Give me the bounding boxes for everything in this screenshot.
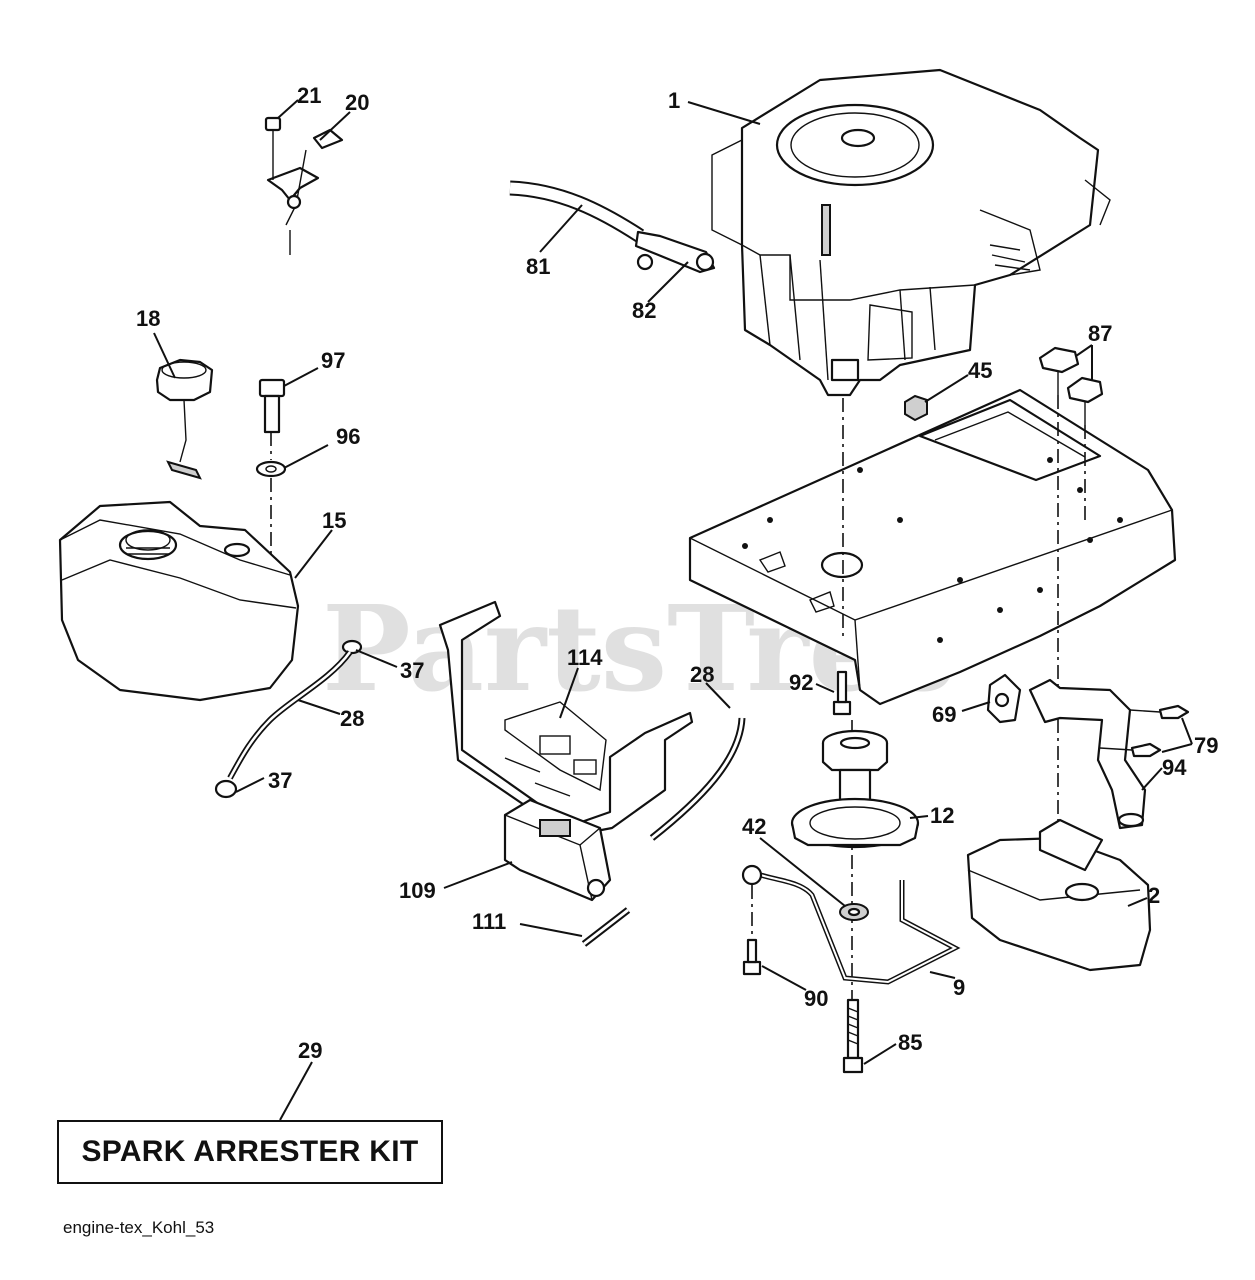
callout-15[interactable]: 15 — [322, 508, 346, 533]
callout-45[interactable]: 45 — [968, 358, 992, 383]
leader-94 — [1141, 767, 1163, 791]
diagram-footer-code: engine-tex_Kohl_53 — [63, 1218, 215, 1237]
bolt-part-97[interactable] — [258, 378, 286, 434]
screw-part-79a[interactable] — [1129, 704, 1190, 720]
leader-2 — [1127, 897, 1148, 907]
callout-114[interactable]: 114 — [567, 645, 603, 670]
callout-90[interactable]: 90 — [804, 986, 828, 1011]
spark-arrester-kit-box[interactable]: SPARK ARRESTER KIT — [57, 1120, 443, 1184]
callout-18[interactable]: 18 — [136, 306, 160, 331]
washer-part-96[interactable] — [255, 460, 287, 478]
callout-28a[interactable]: 28 — [340, 706, 364, 731]
leader-9 — [929, 971, 956, 979]
leader-29 — [279, 1061, 313, 1121]
callout-109[interactable]: 109 — [399, 878, 436, 903]
leader-90 — [761, 965, 807, 991]
callout-2[interactable]: 2 — [1148, 883, 1160, 908]
fuel-cap-part[interactable] — [155, 358, 214, 480]
bolt-part-21[interactable] — [264, 116, 282, 180]
bolt-part-87b[interactable] — [1066, 376, 1104, 425]
bolt-part-92[interactable] — [832, 670, 852, 716]
leader-45 — [924, 374, 969, 403]
leader-28b — [705, 682, 731, 709]
throttle-bracket-part[interactable] — [266, 128, 344, 255]
callout-81[interactable]: 81 — [526, 254, 550, 279]
leader-37b — [235, 777, 265, 793]
clamp-part-37b[interactable] — [214, 779, 238, 799]
callout-92[interactable]: 92 — [789, 670, 813, 695]
callout-1[interactable]: 1 — [668, 88, 680, 113]
leader-81 — [539, 204, 583, 253]
callout-9[interactable]: 9 — [953, 975, 965, 1000]
leader-97 — [283, 367, 319, 387]
bolt-part-87a[interactable] — [1038, 346, 1080, 395]
leader-79 — [1161, 717, 1193, 753]
leader-15 — [294, 529, 333, 579]
callout-20[interactable]: 20 — [345, 90, 369, 115]
chassis-frame — [688, 388, 1177, 706]
canister-part[interactable] — [503, 798, 612, 902]
leader-12 — [909, 815, 929, 819]
leader-87 — [1075, 344, 1093, 380]
callout-29[interactable]: 29 — [298, 1038, 322, 1063]
callout-94[interactable]: 94 — [1162, 755, 1187, 780]
fuel-tank-part[interactable] — [58, 500, 300, 702]
callout-37a[interactable]: 37 — [400, 658, 424, 683]
leader-18 — [153, 332, 176, 379]
leader-92 — [815, 683, 835, 693]
screw-part-79b[interactable] — [1099, 742, 1162, 758]
brake-rod-part[interactable] — [741, 864, 961, 985]
bolt-part-90[interactable] — [742, 938, 762, 976]
callout-97[interactable]: 97 — [321, 348, 345, 373]
leader-21 — [277, 99, 299, 119]
muffler-part[interactable] — [966, 818, 1152, 972]
leader-37a — [355, 649, 398, 668]
pulley-part[interactable] — [790, 729, 920, 849]
callout-42[interactable]: 42 — [742, 814, 766, 839]
callout-111[interactable]: 111 — [472, 909, 506, 934]
leader-109 — [443, 861, 513, 889]
bolt-part-85[interactable] — [842, 998, 864, 1074]
hose-part-111[interactable] — [581, 907, 631, 947]
leader-111 — [519, 923, 583, 937]
fuel-fitting-part-82[interactable] — [634, 230, 716, 274]
exhaust-pipe-part[interactable] — [1028, 678, 1147, 830]
callout-12[interactable]: 12 — [930, 803, 954, 828]
leader-42 — [759, 837, 846, 907]
leader-82 — [647, 261, 689, 303]
callout-37b[interactable]: 37 — [268, 768, 292, 793]
spark-arrester-kit-label: SPARK ARRESTER KIT — [81, 1135, 419, 1168]
fuel-hose-part-81[interactable] — [509, 180, 645, 243]
leader-20 — [319, 111, 351, 141]
leader-85 — [863, 1043, 897, 1065]
callout-87[interactable]: 87 — [1088, 321, 1112, 346]
washer-part-42[interactable] — [839, 903, 869, 921]
callout-79[interactable]: 79 — [1194, 733, 1218, 758]
fuel-line-part-28a[interactable] — [227, 650, 353, 780]
callout-85[interactable]: 85 — [898, 1030, 922, 1055]
hose-part-28b[interactable] — [649, 717, 746, 841]
callout-96[interactable]: 96 — [336, 424, 360, 449]
callout-28b[interactable]: 28 — [690, 662, 714, 687]
callout-21[interactable]: 21 — [297, 83, 321, 108]
leader-28a — [297, 699, 341, 715]
engine-part[interactable] — [711, 68, 1111, 397]
callout-82[interactable]: 82 — [632, 298, 656, 323]
leader-1 — [687, 101, 761, 125]
leader-114 — [559, 667, 579, 719]
leader-96 — [283, 444, 329, 469]
callout-69[interactable]: 69 — [932, 702, 956, 727]
nut-part-45[interactable] — [904, 394, 928, 422]
gasket-part-69[interactable] — [986, 673, 1022, 724]
leader-69 — [961, 701, 991, 712]
